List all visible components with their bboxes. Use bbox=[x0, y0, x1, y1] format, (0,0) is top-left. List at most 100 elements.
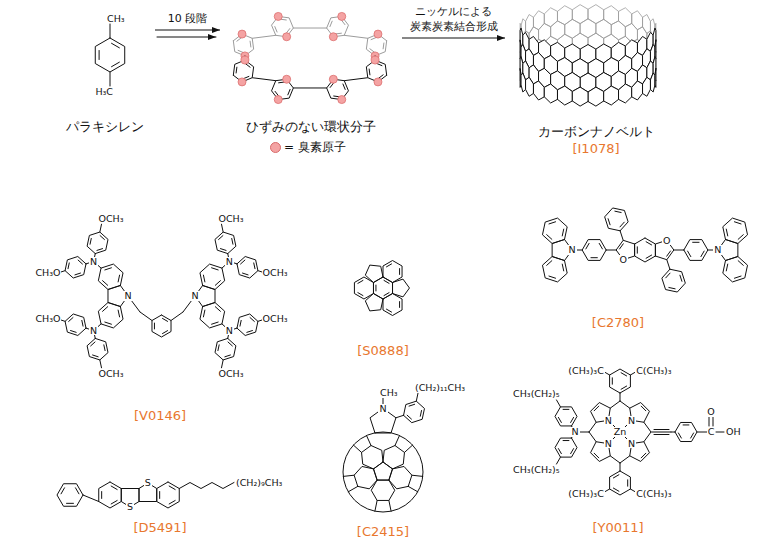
atom-label: CH₃ bbox=[379, 388, 399, 398]
fullerene-cage bbox=[343, 432, 423, 512]
bond-line bbox=[542, 257, 567, 282]
bond-line bbox=[215, 338, 236, 360]
bond-line bbox=[557, 400, 561, 407]
bond-line bbox=[627, 480, 628, 486]
bond-line bbox=[393, 279, 410, 297]
atom-label: H₃C bbox=[94, 87, 114, 97]
bond-line bbox=[726, 264, 727, 271]
atom-label: N bbox=[713, 245, 722, 255]
bond-line bbox=[68, 263, 69, 269]
bond-line bbox=[558, 417, 561, 422]
structure-caption: ひずみのない環状分子 bbox=[246, 119, 376, 136]
v0146-left-half bbox=[57, 224, 152, 368]
bromine-dot bbox=[238, 30, 246, 38]
bond-line bbox=[723, 218, 748, 243]
bond-line bbox=[662, 269, 685, 292]
bond-line bbox=[171, 312, 183, 321]
bond-line bbox=[162, 331, 167, 334]
v0146-right-half bbox=[171, 224, 266, 368]
bond-line bbox=[247, 331, 253, 333]
bond-line bbox=[348, 486, 358, 491]
atom-label: O bbox=[706, 407, 715, 417]
bond-line bbox=[212, 268, 219, 270]
bond-line bbox=[675, 422, 697, 441]
bond-line bbox=[93, 355, 99, 357]
atom-label: OCH₃ bbox=[98, 214, 125, 224]
bond-line bbox=[646, 242, 652, 245]
edge-label: 10 段階 bbox=[167, 12, 209, 26]
bond-line bbox=[549, 276, 556, 278]
bond-line bbox=[212, 322, 219, 324]
bond-line bbox=[343, 475, 354, 476]
atom-label: CH₃ bbox=[106, 14, 126, 24]
bond-line bbox=[404, 401, 425, 423]
atom-label: N bbox=[627, 439, 636, 449]
bond-line bbox=[557, 457, 561, 464]
atom-label: N bbox=[123, 291, 132, 301]
edge-label: ニッケルによる 炭素炭素結合形成 bbox=[403, 5, 505, 34]
bond-line bbox=[594, 453, 599, 458]
bond-line bbox=[367, 436, 372, 446]
atom-label: N bbox=[604, 439, 613, 449]
bond-line bbox=[389, 500, 391, 511]
macrocycle-structure bbox=[233, 12, 386, 103]
bond-line bbox=[605, 208, 628, 231]
bond-line bbox=[709, 417, 710, 426]
bond-line bbox=[395, 436, 400, 446]
bond-line bbox=[613, 488, 619, 491]
bond-line bbox=[615, 211, 621, 212]
product-code: [C2415] bbox=[356, 525, 410, 538]
bond-line bbox=[652, 432, 671, 433]
bond-line bbox=[555, 407, 577, 426]
bond-line bbox=[734, 222, 741, 224]
bond-line bbox=[654, 429, 669, 430]
belt-ring bbox=[526, 77, 534, 96]
bond-line bbox=[383, 446, 404, 469]
bond-line bbox=[671, 432, 675, 433]
bond-line bbox=[654, 434, 669, 435]
bond-line bbox=[240, 320, 241, 326]
belt-ring bbox=[643, 77, 651, 96]
nanobelt-structure bbox=[520, 5, 656, 106]
belt-ring bbox=[632, 81, 643, 100]
belt-ring bbox=[643, 15, 651, 34]
structure-caption: パラキシレン bbox=[66, 119, 144, 136]
bond-line bbox=[241, 260, 245, 264]
y0011-structure bbox=[555, 369, 724, 495]
bond-line bbox=[621, 386, 627, 389]
bond-line bbox=[103, 307, 108, 312]
belt-ring bbox=[521, 73, 526, 92]
reaction-arrow bbox=[157, 37, 216, 38]
bond-line bbox=[620, 244, 624, 249]
bond-line bbox=[644, 432, 651, 442]
bond-line bbox=[75, 488, 78, 494]
bond-line bbox=[250, 41, 252, 47]
bond-line bbox=[112, 43, 120, 48]
bond-line bbox=[678, 433, 681, 438]
bond-line bbox=[75, 273, 81, 275]
bond-line bbox=[215, 307, 220, 312]
bond-line bbox=[200, 264, 225, 289]
atom-label: N bbox=[225, 326, 234, 336]
bond-line bbox=[118, 310, 119, 317]
belt-ring bbox=[632, 11, 643, 30]
bond-line bbox=[83, 495, 99, 502]
bond-line bbox=[383, 43, 385, 49]
bromine-dot bbox=[274, 12, 282, 20]
atom-label: N bbox=[604, 416, 613, 426]
bond-line bbox=[547, 261, 552, 266]
bond-line bbox=[98, 264, 123, 289]
bond-line bbox=[386, 264, 391, 267]
bond-line bbox=[408, 486, 418, 491]
bond-line bbox=[620, 463, 621, 471]
bond-line bbox=[104, 345, 105, 351]
product-code: [C2780] bbox=[591, 316, 645, 329]
reaction-arrow bbox=[155, 29, 220, 30]
atom-label: CH₃O bbox=[34, 268, 61, 278]
bond-line bbox=[78, 260, 82, 264]
atom-label: N bbox=[570, 427, 579, 437]
bond-line bbox=[169, 500, 175, 503]
bromine-dot bbox=[338, 96, 346, 104]
